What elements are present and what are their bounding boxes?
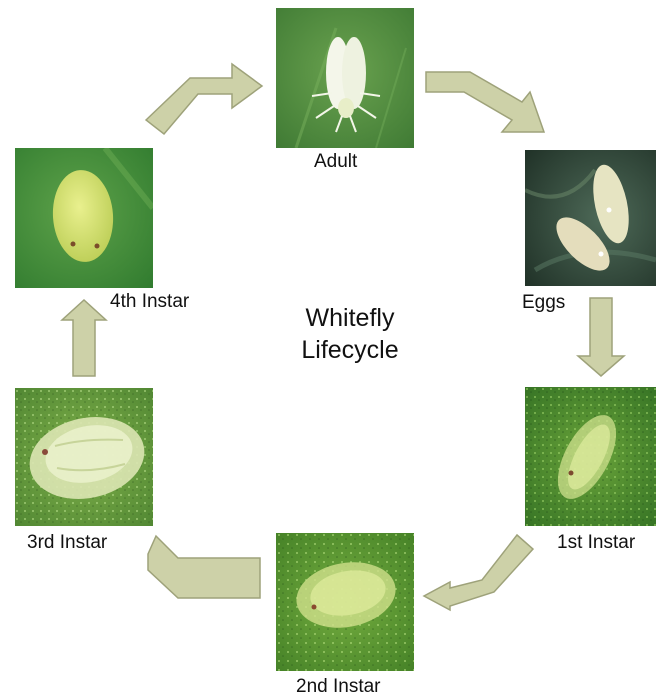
arrow-3rd-to-4th xyxy=(62,300,106,376)
diagram-title: Whitefly Lifecycle xyxy=(270,302,430,366)
label-instar4: 4th Instar xyxy=(110,292,189,311)
eggs-photo xyxy=(525,150,656,286)
label-instar2: 2nd Instar xyxy=(296,677,381,696)
instar1-photo xyxy=(525,387,656,526)
title-line-1: Whitefly xyxy=(270,302,430,334)
label-adult: Adult xyxy=(314,152,357,171)
arrow-eggs-to-1st xyxy=(578,298,624,376)
title-line-2: Lifecycle xyxy=(270,334,430,366)
arrow-1st-to-2nd xyxy=(424,535,533,610)
arrow-adult-to-eggs xyxy=(426,72,544,132)
label-eggs: Eggs xyxy=(522,293,565,312)
instar2-photo xyxy=(276,533,414,671)
label-instar3: 3rd Instar xyxy=(27,533,107,552)
instar4-photo xyxy=(15,148,153,288)
arrow-4th-to-adult xyxy=(146,64,262,134)
instar3-photo xyxy=(15,388,153,526)
arrow-2nd-to-3rd xyxy=(148,536,260,598)
label-instar1: 1st Instar xyxy=(557,533,635,552)
adult-photo xyxy=(276,8,414,148)
